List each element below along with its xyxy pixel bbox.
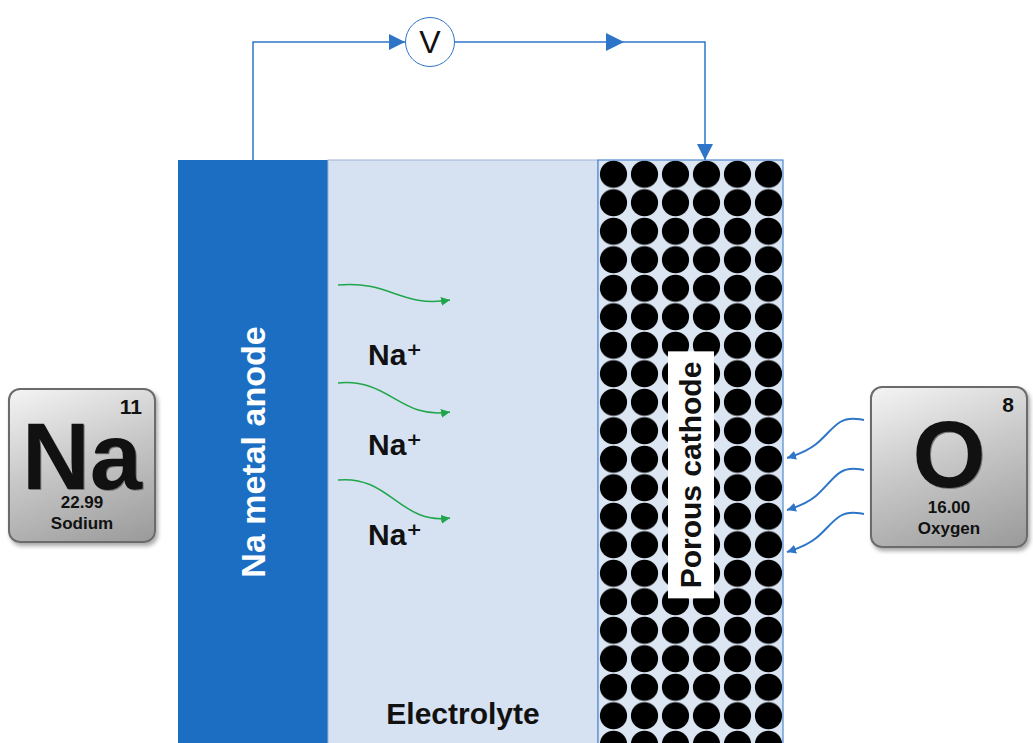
cathode-electrode: Porous cathode <box>598 160 783 743</box>
ion-label: Na⁺ <box>368 430 422 460</box>
ion-flow-arrow <box>338 284 450 301</box>
oxygen-flow-arrow <box>787 419 864 458</box>
atomic-mass: 22.99 <box>61 494 104 511</box>
element-symbol: Na <box>22 410 142 504</box>
element-symbol: O <box>912 408 985 502</box>
element-name: Sodium <box>51 515 113 532</box>
electrode-label: Na metal anode <box>236 326 270 577</box>
element-tile: 11Na22.99Sodium <box>8 388 156 543</box>
element-name: Oxygen <box>918 520 980 537</box>
cathode-pores <box>598 160 783 743</box>
element-tile: 8O16.00Oxygen <box>870 386 1028 548</box>
ion-flow-arrow <box>338 480 450 519</box>
ion-flow-arrow <box>338 383 450 413</box>
atomic-number: 8 <box>1002 394 1014 415</box>
ion-label: Na⁺ <box>368 340 422 370</box>
oxygen-flow-arrow <box>787 513 864 552</box>
electrolyte-label: Electrolyte <box>386 699 539 729</box>
anode-slab <box>178 160 328 743</box>
anode-electrode: Na metal anode <box>178 160 328 743</box>
circuit-wire <box>455 42 705 160</box>
atomic-mass: 16.00 <box>928 499 971 516</box>
electrode-label: Porous cathode <box>668 351 714 598</box>
circuit-wire <box>253 42 405 160</box>
cathode-ground <box>598 160 783 743</box>
oxygen-flow-arrow <box>787 469 864 510</box>
electrolyte-region <box>328 160 598 743</box>
voltmeter-circle: V <box>405 17 455 67</box>
ion-label: Na⁺ <box>368 520 422 550</box>
meter-symbol: V <box>419 26 440 58</box>
